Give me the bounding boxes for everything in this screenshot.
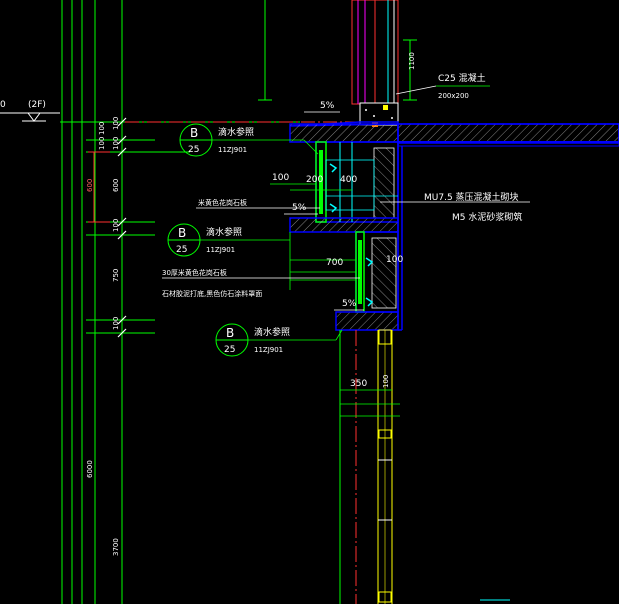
note-masonry-2: M5 水泥砂浆砌筑	[452, 211, 522, 223]
callout-1-title: 滴水参照	[218, 126, 254, 138]
callout-2-number: 25	[176, 245, 187, 255]
callout-3-letter: B	[226, 326, 234, 340]
note-concrete-size: 200x200	[438, 92, 469, 100]
callout-1-letter: B	[190, 126, 198, 140]
internal-dims	[270, 183, 356, 290]
note-finish-3: 石材胶泥打底,黑色仿石涂料罩面	[162, 289, 262, 298]
dim-left-8: 3700	[112, 538, 120, 556]
lower-window-frame	[339, 329, 393, 604]
note-masonry-1: MU7.5 蒸压混凝土砌块	[424, 191, 519, 203]
level-2f-label: (2F)	[28, 100, 46, 110]
dim-top: 1100	[408, 52, 416, 70]
upper-projection	[289, 141, 399, 233]
callout-2-letter: B	[178, 226, 186, 240]
dim-left-2b: 100	[112, 137, 120, 150]
slope-top: 5%	[320, 101, 335, 111]
left-dimension-lines	[60, 0, 300, 604]
outer-red-dimension	[88, 151, 110, 223]
note-concrete-grade: C25 混凝土	[438, 72, 486, 84]
anchors-upper	[329, 163, 338, 213]
upper-window-frame	[258, 0, 417, 105]
dim-400: 400	[340, 175, 357, 185]
dim-left-1b: 100	[112, 117, 120, 130]
callout-3-title: 滴水参照	[254, 326, 290, 338]
dim-700: 700	[326, 258, 343, 268]
callout-3-number: 25	[224, 345, 235, 355]
dim-left-2: 100	[98, 137, 106, 150]
level-mark-2f	[0, 112, 60, 122]
dim-left-6: 100	[112, 317, 120, 330]
dim-100b: 100	[386, 255, 403, 265]
dim-lower-100: 100	[382, 375, 390, 388]
dim-200: 200	[306, 175, 323, 185]
dim-left-7: 6000	[86, 460, 94, 478]
callout-1[interactable]: B 25 滴水参照 11ZJ901	[179, 123, 319, 157]
callout-3-ref: 11ZJ901	[254, 346, 283, 354]
callout-2[interactable]: B 25 滴水参照 11ZJ901	[167, 223, 290, 257]
callout-1-number: 25	[188, 145, 199, 155]
callout-2-ref: 11ZJ901	[206, 246, 235, 254]
dim-100a: 100	[272, 173, 289, 183]
floor-slab	[289, 121, 619, 147]
left-dimension-ticks	[117, 117, 127, 338]
callout-3[interactable]: B 25 滴水参照 11ZJ901	[215, 323, 343, 357]
dim-left-1: 100	[98, 122, 106, 135]
dim-left-3: 600	[112, 179, 120, 192]
note-finish-1: 米黄色花岗石板	[198, 198, 247, 207]
callout-1-ref: 11ZJ901	[218, 146, 247, 154]
leader-concrete	[395, 85, 437, 95]
lower-dim	[340, 389, 400, 417]
level-left-value: 0	[0, 100, 6, 110]
dim-left-5: 750	[112, 269, 120, 282]
callout-2-title: 滴水参照	[206, 226, 242, 238]
note-finish-2: 30厚米黄色花岗石板	[162, 268, 227, 277]
dim-left-outer: 600	[86, 179, 94, 192]
dim-left-4: 100	[112, 219, 120, 232]
middle-projection	[335, 231, 399, 331]
dim-350: 350	[350, 379, 367, 389]
slope-low: 5%	[342, 299, 357, 309]
